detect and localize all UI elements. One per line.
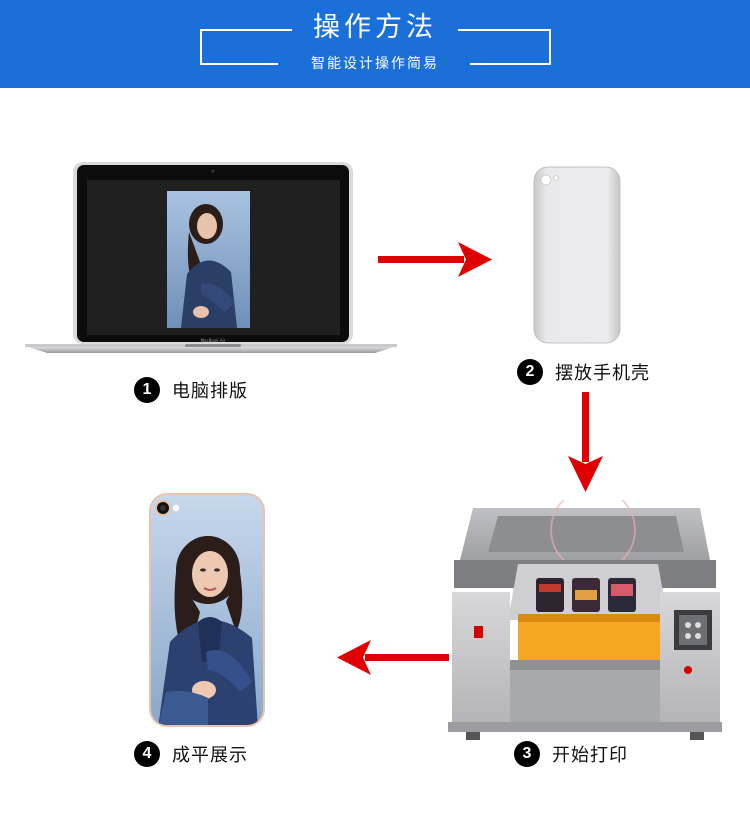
step-2-label: 摆放手机壳 <box>555 359 650 385</box>
uv-printer-image <box>448 500 722 740</box>
step-2-number: 2 <box>517 359 543 385</box>
step-1-number: 1 <box>134 377 160 403</box>
step-4-label: 成平展示 <box>172 741 248 767</box>
step-1: 1 电脑排版 <box>134 377 248 403</box>
page-title: 操作方法 <box>0 8 750 48</box>
laptop-image: MacBook Air <box>25 162 397 356</box>
step-4-number: 4 <box>134 741 160 767</box>
step-1-label: 电脑排版 <box>172 377 248 403</box>
page-subtitle: 智能设计操作简易 <box>0 54 750 74</box>
header-banner: 操作方法 智能设计操作简易 <box>0 0 750 88</box>
step-3-label: 开始打印 <box>552 741 628 767</box>
arrow-right <box>378 240 492 280</box>
step-3-number: 3 <box>514 741 540 767</box>
step-3: 3 开始打印 <box>514 741 628 767</box>
arrow-left <box>337 638 449 678</box>
blank-phone-case-image <box>532 165 622 345</box>
printed-phone-case-image <box>148 492 266 728</box>
step-4: 4 成平展示 <box>134 741 248 767</box>
laptop-brand-text: MacBook Air <box>201 338 226 343</box>
arrow-down <box>566 392 606 492</box>
step-2: 2 摆放手机壳 <box>517 359 650 385</box>
